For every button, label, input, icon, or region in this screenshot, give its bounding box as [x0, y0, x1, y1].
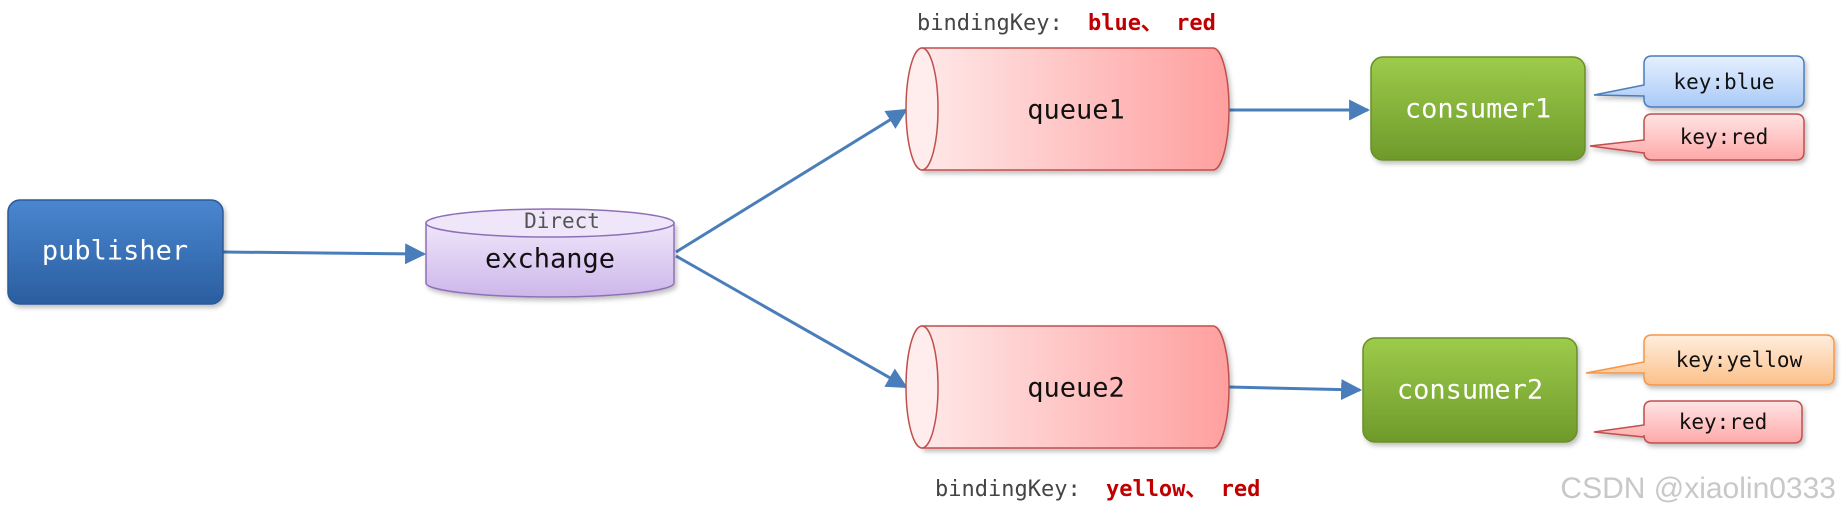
watermark-text: CSDN @xiaolin0333	[1560, 472, 1836, 505]
arrows	[222, 99, 1371, 401]
queue2-node[interactable]: queue2	[905, 325, 1230, 449]
consumer2-key-yellow-callout: key:yellow	[1585, 334, 1835, 386]
queue1-binding-keys: blue、 red	[1088, 11, 1216, 36]
exchange-cylinder-body	[425, 222, 675, 298]
consumer1-box	[1370, 56, 1586, 161]
queue1-cylinder-end	[905, 47, 939, 171]
queue1-cylinder-body	[921, 47, 1230, 171]
consumer1-label: consumer1	[1405, 94, 1551, 125]
exchange-label: exchange	[485, 244, 615, 275]
publisher-label: publisher	[42, 236, 188, 267]
consumer2-label: consumer2	[1397, 375, 1543, 406]
callout-label: key:red	[1680, 125, 1769, 149]
queue1-node[interactable]: queue1	[905, 47, 1230, 171]
callout-shape	[1593, 55, 1805, 108]
queue2-binding-keys: yellow、 red	[1106, 477, 1260, 502]
arrow-queue2-to-consumer2	[1228, 379, 1363, 401]
arrow-publisher-to-exchange	[222, 243, 427, 265]
callout-label: key:red	[1679, 410, 1768, 434]
queue1-binding-key-label: bindingKey: blue、 red	[917, 11, 1216, 36]
exchange-node[interactable]: Direct exchange	[425, 208, 675, 298]
arrow-exchange-to-queue1	[675, 108, 908, 254]
callout-label: key:blue	[1673, 70, 1774, 94]
queue2-binding-prefix: bindingKey:	[935, 477, 1081, 502]
queue1-label: queue1	[1027, 95, 1125, 126]
arrow-exchange-to-queue2	[675, 254, 908, 389]
exchange-type-label: Direct	[524, 209, 600, 233]
consumer2-key-red-callout: key:red	[1593, 400, 1803, 444]
callout-shape	[1589, 113, 1805, 161]
callout-shape	[1585, 334, 1835, 386]
queue2-cylinder-end	[905, 325, 939, 449]
consumer1-node[interactable]: consumer1	[1370, 56, 1586, 161]
callout-shape	[1593, 400, 1803, 444]
consumer1-key-blue-callout: key:blue	[1593, 55, 1805, 108]
queue2-binding-key-label: bindingKey: yellow、 red	[935, 477, 1260, 502]
consumer2-box	[1362, 337, 1578, 443]
consumer1-key-red-callout: key:red	[1589, 113, 1805, 161]
queue2-label: queue2	[1027, 373, 1125, 404]
queue2-cylinder-body	[921, 325, 1230, 449]
publisher-node[interactable]: publisher	[7, 199, 224, 305]
publisher-box	[7, 199, 224, 305]
exchange-cylinder-top	[425, 208, 675, 238]
consumer2-node[interactable]: consumer2	[1362, 337, 1578, 443]
queue1-binding-prefix: bindingKey:	[917, 11, 1063, 36]
callout-label: key:yellow	[1676, 348, 1803, 372]
